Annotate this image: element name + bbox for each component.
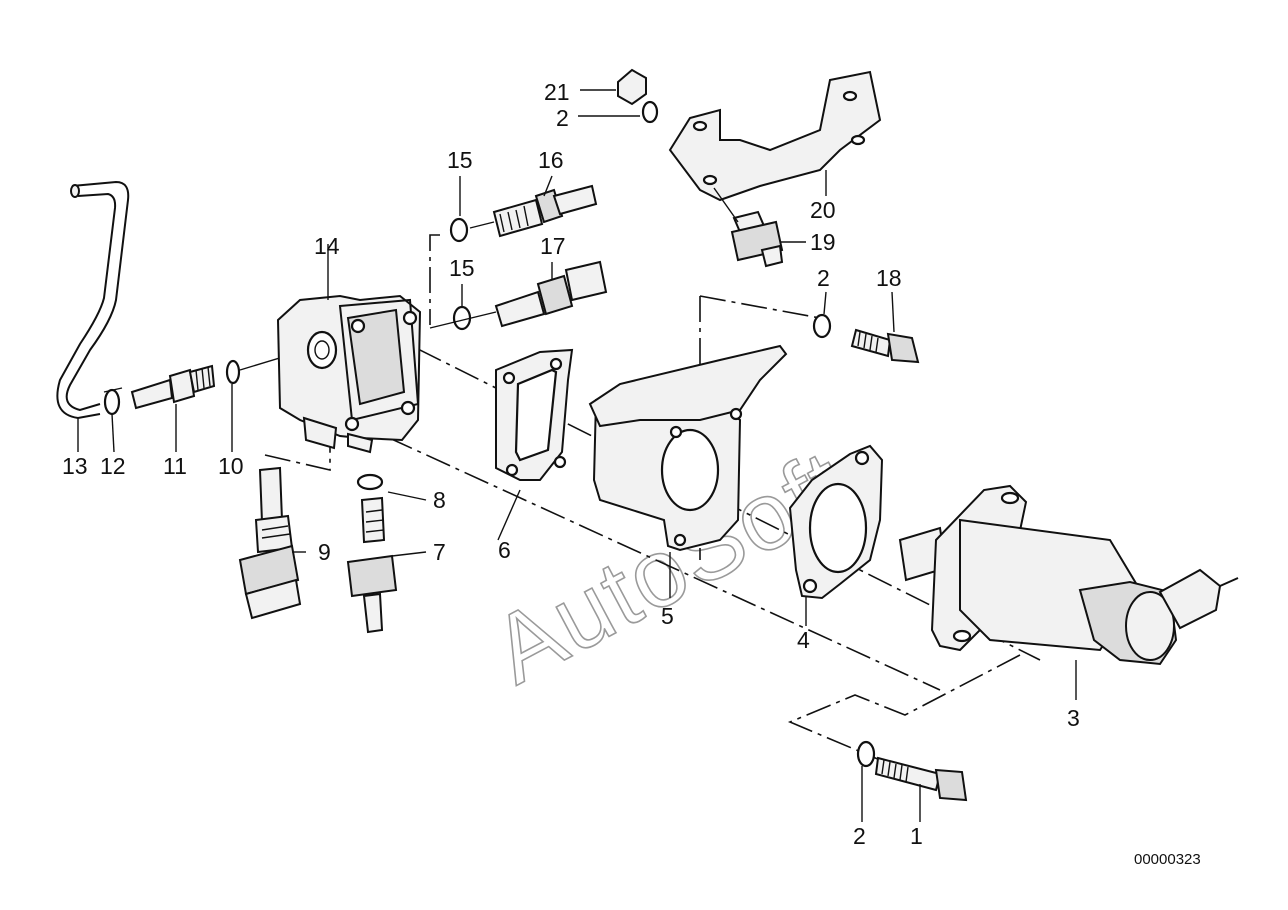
nut-21-part: [617, 68, 647, 106]
washer-2-bottom-part: [856, 740, 876, 768]
axis-line-19: [713, 187, 739, 223]
sealing-ring-8-part: [356, 473, 384, 491]
callout-19: 19: [810, 229, 836, 255]
bolt-18-part: [850, 328, 920, 364]
washer-2-right-part: [812, 313, 832, 339]
callout-13: 13: [62, 453, 88, 479]
sensor-17-part: [494, 260, 608, 328]
sensor-19-part: [730, 210, 784, 268]
washer-15-lower-part: [452, 305, 472, 331]
callout-15-lower: 15: [449, 255, 475, 281]
gasket-4-part: [788, 444, 884, 600]
callout-12: 12: [100, 453, 126, 479]
vacuum-hose-part: [56, 180, 130, 420]
callout-9: 9: [318, 539, 331, 565]
washer-15-upper-part: [449, 217, 469, 243]
callout-2-top: 2: [556, 105, 569, 131]
sealing-ring-part: [225, 359, 241, 385]
axis-line-16: [469, 221, 495, 229]
valve-16-part: [492, 184, 598, 238]
callout-11: 11: [163, 453, 187, 479]
callout-14: 14: [314, 233, 340, 259]
callout-7: 7: [433, 539, 446, 565]
callout-2-right: 2: [817, 265, 830, 291]
callout-labels: 1 2 2 2 3 4 5 6 7 8 9 10 11 12 13 14 15 …: [62, 79, 1080, 849]
callout-20: 20: [810, 197, 836, 223]
axis-line-17: [429, 311, 497, 329]
hose-connector-part: [130, 364, 216, 410]
callout-4: 4: [797, 627, 810, 653]
hose-clamp-part: [103, 387, 123, 416]
callout-3: 3: [1067, 705, 1080, 731]
washer-2-top-part: [641, 100, 659, 124]
callout-1: 1: [910, 823, 923, 849]
idle-valve-3-part: [898, 484, 1239, 666]
callout-5: 5: [661, 603, 674, 629]
bolt-1-part: [874, 756, 968, 802]
callout-18: 18: [876, 265, 902, 291]
gasket-6-part: [495, 348, 574, 481]
callout-17: 17: [540, 233, 566, 259]
bracket-20-part: [668, 70, 882, 202]
temperature-sensor-part: [238, 466, 302, 620]
adapter-plate-5-part: [588, 344, 788, 552]
callout-6: 6: [498, 537, 511, 563]
figure-number: 00000323: [1134, 851, 1201, 868]
callout-21: 21: [544, 79, 570, 105]
callout-10: 10: [218, 453, 244, 479]
temperature-switch-part: [346, 496, 398, 634]
callout-8: 8: [433, 487, 446, 513]
housing-part: [276, 294, 422, 454]
callout-16: 16: [538, 147, 564, 173]
callout-leaders: [77, 89, 1077, 822]
callout-2-bottom: 2: [853, 823, 866, 849]
callout-15-upper: 15: [447, 147, 473, 173]
